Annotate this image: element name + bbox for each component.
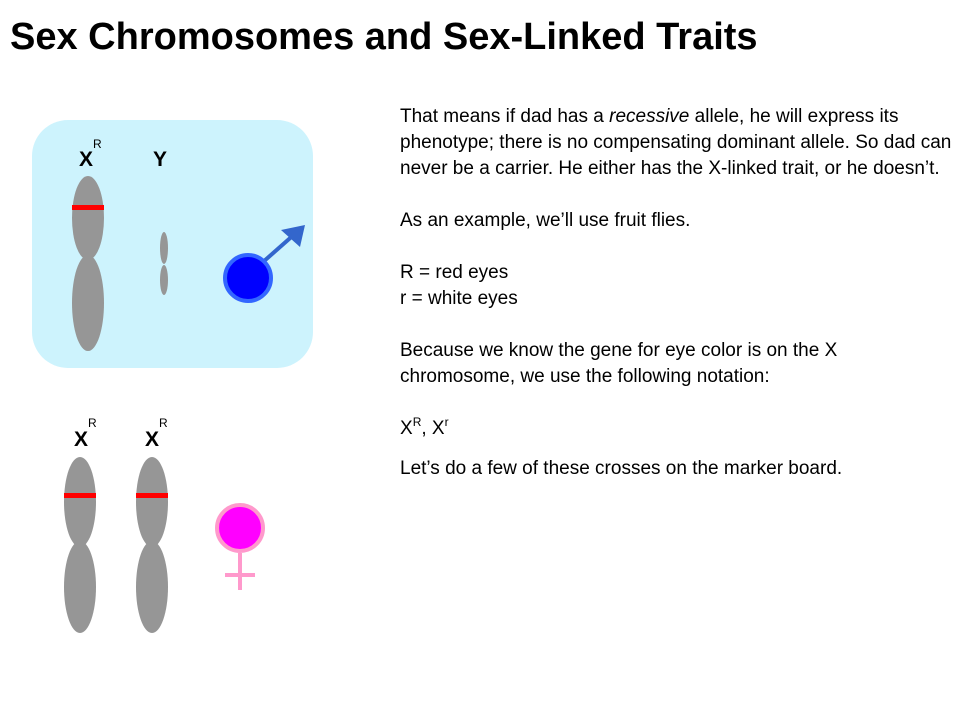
key-red-eyes: R = red eyes bbox=[400, 262, 509, 283]
y-chromosome bbox=[160, 232, 168, 295]
male-symbol-icon bbox=[223, 225, 305, 303]
recessive-emphasis: recessive bbox=[609, 106, 690, 127]
paragraph-dad-recessive: That means if dad has a recessive allele… bbox=[400, 106, 952, 179]
chromosome-diagram: X R Y X R X R bbox=[32, 120, 313, 633]
page-title: Sex Chromosomes and Sex-Linked Traits bbox=[10, 16, 758, 58]
explanation-text: That means if dad has a recessive allele… bbox=[400, 104, 955, 482]
male-x-chromosome bbox=[72, 176, 104, 351]
key-white-eyes: r = white eyes bbox=[400, 288, 518, 309]
female-x1-allele: R bbox=[88, 416, 97, 430]
female-symbol-icon bbox=[215, 503, 265, 590]
male-x-allele-band bbox=[72, 205, 104, 210]
paragraph-marker-board: Let’s do a few of these crosses on the m… bbox=[400, 458, 843, 479]
male-x-allele: R bbox=[93, 137, 102, 151]
male-x-label: X bbox=[79, 148, 93, 171]
male-panel bbox=[32, 120, 313, 368]
female-x2-label: X bbox=[145, 428, 159, 451]
male-y-label: Y bbox=[153, 148, 167, 171]
female-x2-allele-band bbox=[136, 493, 168, 498]
female-x1-chromosome bbox=[64, 457, 96, 633]
notation-line: XR, Xr bbox=[400, 415, 449, 439]
female-x2-chromosome bbox=[136, 457, 168, 633]
paragraph-notation: Because we know the gene for eye color i… bbox=[400, 340, 838, 387]
paragraph-fruit-flies: As an example, we’ll use fruit flies. bbox=[400, 210, 691, 231]
female-x1-allele-band bbox=[64, 493, 96, 498]
female-x1-label: X bbox=[74, 428, 88, 451]
female-x2-allele: R bbox=[159, 416, 168, 430]
